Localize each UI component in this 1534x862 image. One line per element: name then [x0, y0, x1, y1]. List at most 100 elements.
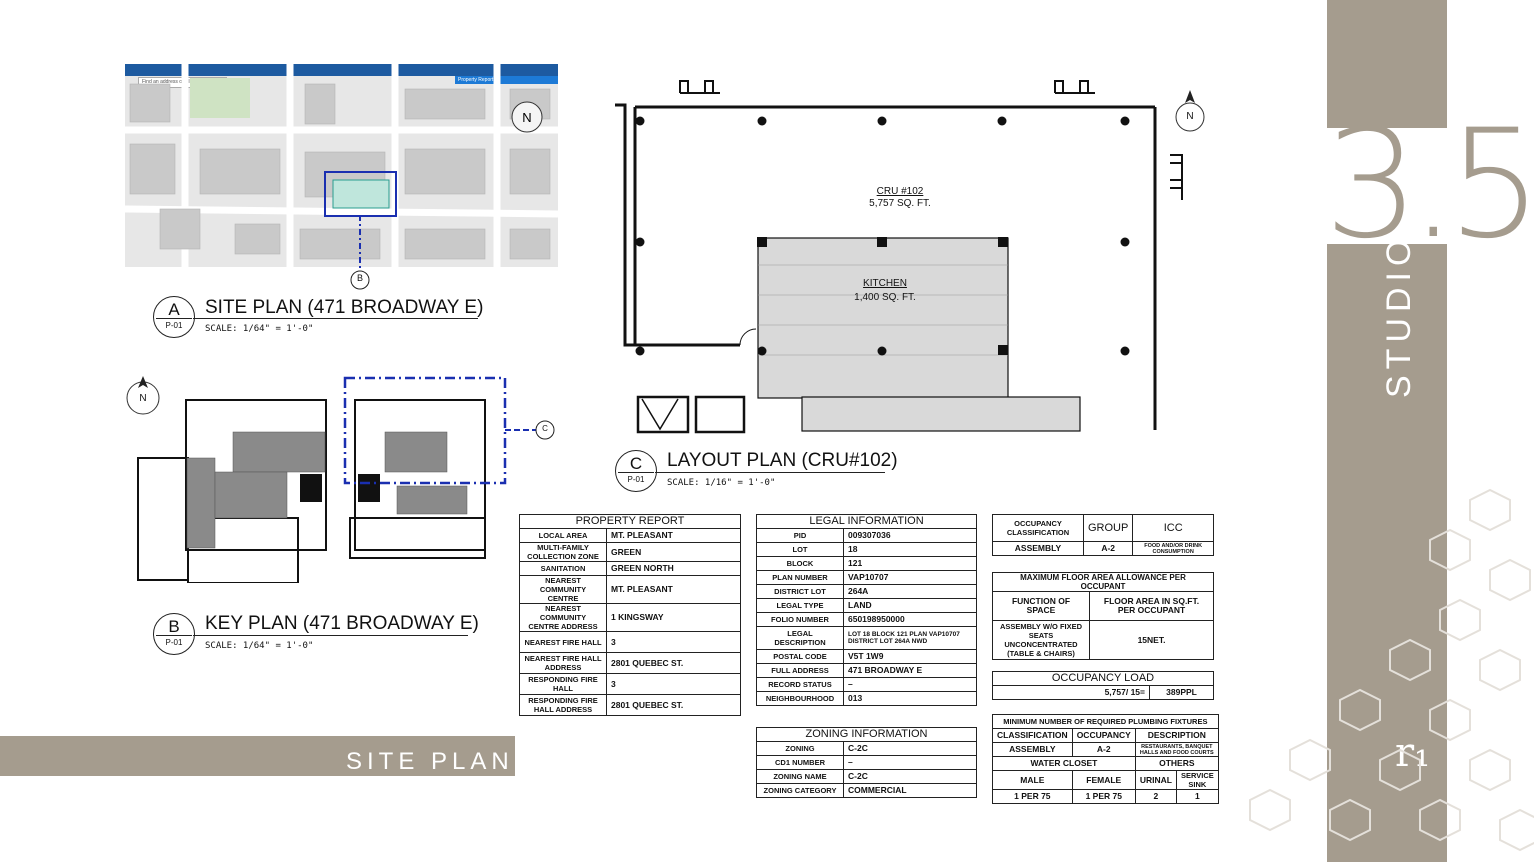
table-cell-value: 1 KINGSWAY — [606, 603, 741, 632]
table-row: CD1 NUMBER– — [756, 755, 977, 770]
table-cell: A-2 — [1071, 742, 1136, 757]
table-cell-label: NEIGHBOURHOOD — [756, 691, 844, 706]
occupancy-load-result: 389PPL — [1149, 685, 1214, 700]
table-cell-value: LOT 18 BLOCK 121 PLAN VAP10707 DISTRICT … — [843, 626, 977, 650]
occupancy-load-table: OCCUPANCY LOAD 5,757/ 15= 389PPL — [992, 671, 1214, 700]
table-row: ASSEMBLY A-2 FOOD AND/OR DRINK CONSUMPTI… — [992, 541, 1214, 556]
brand-monogram: r₁ — [1395, 730, 1431, 776]
table-cell-label: BLOCK — [756, 556, 844, 571]
table-header: URINAL — [1134, 770, 1177, 790]
table-cell-value: 3 — [606, 673, 741, 695]
table-cell: ASSEMBLY — [992, 541, 1084, 556]
site-plan-bar — [0, 736, 515, 776]
kitchen-area: 1,400 SQ. FT. — [854, 292, 916, 303]
table-cell-label: FOLIO NUMBER — [756, 612, 844, 627]
decorative-pattern — [1249, 488, 1534, 852]
table-row: RECORD STATUS– — [756, 677, 977, 692]
table-cell-value: GREEN — [606, 542, 741, 562]
table-cell: 1 PER 75 — [1071, 789, 1136, 804]
map-toolbar — [125, 64, 558, 76]
table-header: OCCUPANCY CLASSIFICATION — [992, 514, 1084, 542]
table-row: OCCUPANCY CLASSIFICATION GROUP ICC — [992, 514, 1214, 542]
table-header: FEMALE — [1071, 770, 1136, 790]
table-cell-label: LEGAL TYPE — [756, 598, 844, 613]
brand-studio: STUDIO — [1380, 233, 1418, 398]
table-row: 1 PER 75 1 PER 75 2 1 — [992, 789, 1219, 804]
table-cell-label: DISTRICT LOT — [756, 584, 844, 599]
table-header: SERVICE SINK — [1175, 770, 1219, 790]
others-header: OTHERS — [1134, 756, 1219, 771]
site-plan-title: SITE PLAN (471 BROADWAY E) — [205, 297, 484, 318]
table-cell-label: NEAREST COMMUNITY CENTRE — [519, 575, 607, 604]
layout-plan-title-line — [655, 472, 885, 473]
table-cell: ASSEMBLY — [992, 742, 1073, 757]
slide-label: SITE PLAN — [346, 748, 514, 775]
key-plan-scale: SCALE: 1/64" = 1'-0" — [205, 641, 314, 651]
table-cell-label: NEAREST FIRE HALL ADDRESS — [519, 652, 607, 674]
occupancy-load-calc: 5,757/ 15= — [992, 685, 1150, 700]
table-header: FUNCTION OF SPACE — [992, 591, 1090, 621]
table-cell-value: – — [843, 755, 977, 770]
plumbing-title: MINIMUM NUMBER OF REQUIRED PLUMBING FIXT… — [992, 714, 1219, 729]
table-row: FUNCTION OF SPACE FLOOR AREA IN SQ.FT. P… — [992, 591, 1214, 621]
plumbing-fixtures-table: MINIMUM NUMBER OF REQUIRED PLUMBING FIXT… — [992, 714, 1219, 804]
table-cell: 1 PER 75 — [992, 789, 1073, 804]
table-cell-label: LOT — [756, 542, 844, 557]
brand-bar — [1327, 0, 1447, 862]
layout-plan-sheet: P-01 — [627, 475, 645, 484]
table-row: ASSEMBLY W/O FIXED SEATS UNCONCENTRATED … — [992, 620, 1214, 660]
table-header: OCCUPANCY — [1071, 728, 1136, 743]
layout-plan-title-circle: C P-01 — [615, 450, 657, 492]
table-cell-value: 650198950000 — [843, 612, 977, 627]
key-plan-title-line — [193, 635, 468, 636]
table-cell: ASSEMBLY W/O FIXED SEATS UNCONCENTRATED … — [992, 620, 1090, 660]
table-cell-value: 2801 QUEBEC ST. — [606, 652, 741, 674]
table-cell-label: MULTI-FAMILY COLLECTION ZONE — [519, 542, 607, 562]
table-cell-label: RESPONDING FIRE HALL ADDRESS — [519, 694, 607, 716]
table-cell-value: 264A — [843, 584, 977, 599]
table-cell-value: – — [843, 677, 977, 692]
legal-information-title: LEGAL INFORMATION — [756, 514, 977, 529]
table-cell-value: C-2C — [843, 741, 977, 756]
table-cell-value: 2801 QUEBEC ST. — [606, 694, 741, 716]
table-cell-value: LAND — [843, 598, 977, 613]
site-marker-leader — [350, 215, 370, 290]
map-panel-title: Property Report — [455, 76, 558, 84]
table-cell-label: PLAN NUMBER — [756, 570, 844, 585]
table-cell-value: 013 — [843, 691, 977, 706]
table-cell-label: FULL ADDRESS — [756, 663, 844, 678]
table-cell-value: MT. PLEASANT — [606, 528, 741, 543]
brand-bar-notch — [1327, 128, 1447, 244]
svg-text:N: N — [522, 110, 531, 125]
table-cell-value: 471 BROADWAY E — [843, 663, 977, 678]
table-cell: 15NET. — [1089, 620, 1214, 660]
table-cell-value: GREEN NORTH — [606, 561, 741, 576]
table-cell-value: MT. PLEASANT — [606, 575, 741, 604]
brand-number: 3.5 — [1324, 98, 1534, 272]
table-cell-label: RECORD STATUS — [756, 677, 844, 692]
site-plan-sheet: P-01 — [165, 321, 183, 330]
map-streets: N — [125, 64, 558, 267]
cru-label: CRU #102 — [876, 186, 924, 197]
layout-plan-title: LAYOUT PLAN (CRU#102) — [667, 450, 898, 471]
site-plan-title-circle: A P-01 — [153, 296, 195, 338]
occupancy-classification-table: OCCUPANCY CLASSIFICATION GROUP ICC ASSEM… — [992, 514, 1214, 556]
site-marker-label: B — [356, 273, 363, 283]
table-row: CLASSIFICATION OCCUPANCY DESCRIPTION — [992, 728, 1219, 743]
table-header: MALE — [992, 770, 1073, 790]
